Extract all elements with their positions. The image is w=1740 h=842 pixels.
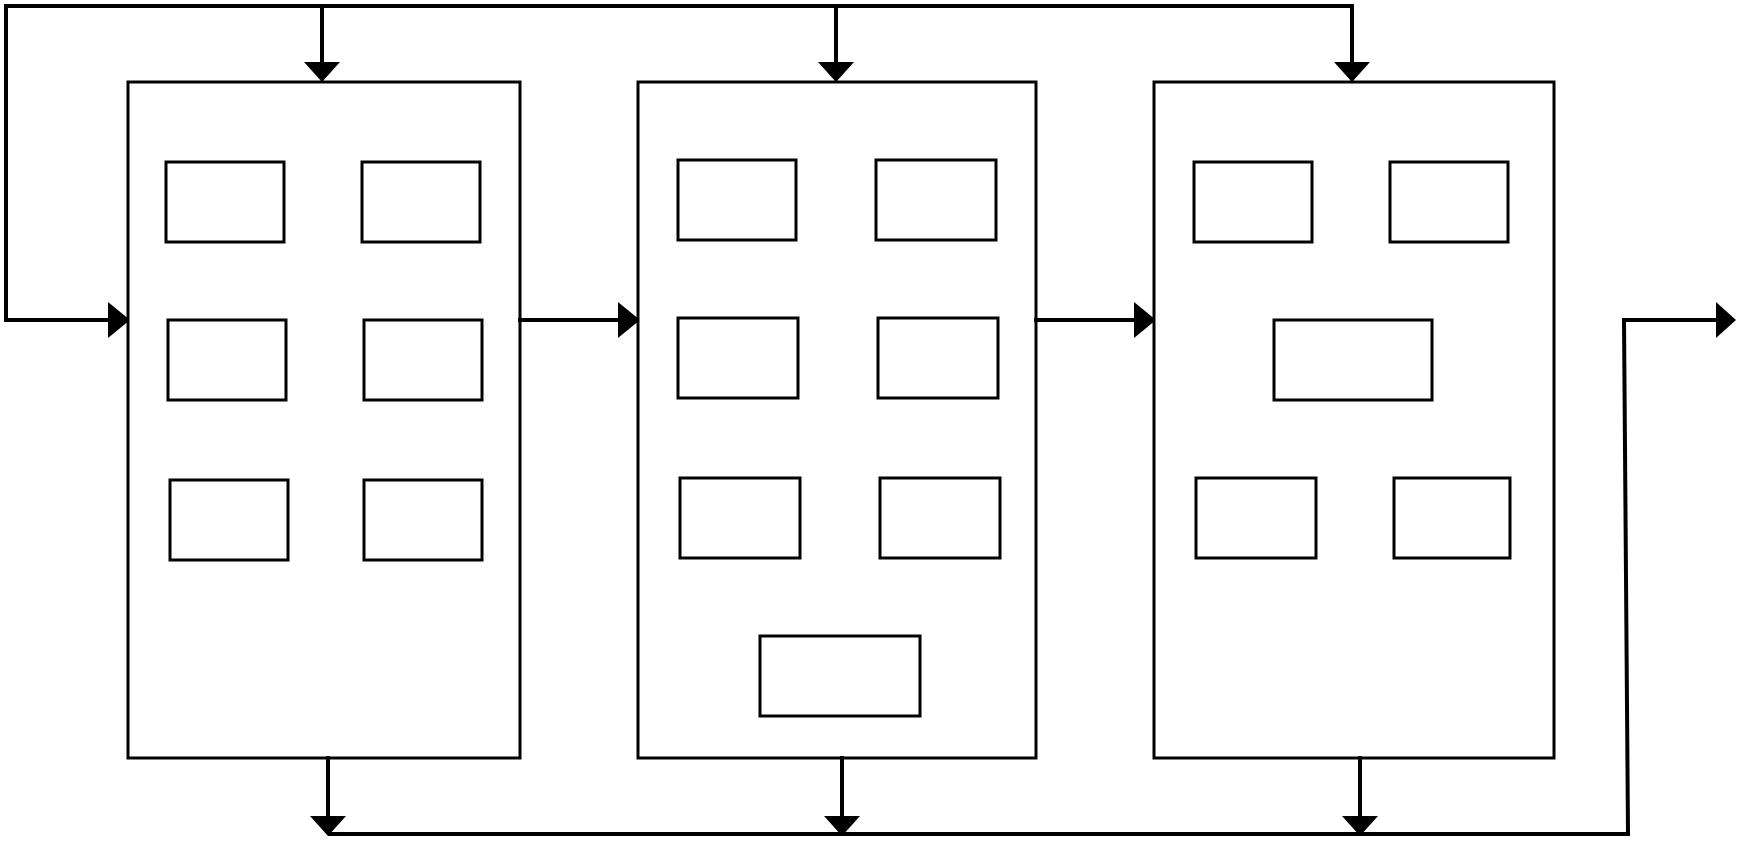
block-1-component-6 <box>362 478 484 562</box>
block-1-component-3 <box>166 318 288 402</box>
block-3-component-3 <box>1272 318 1434 402</box>
link-block-1-to-2 <box>518 302 640 338</box>
arrow-right-output-icon <box>1716 302 1736 338</box>
block-2 <box>636 80 1038 760</box>
link-block-2-to-3 <box>1034 302 1156 338</box>
bottom-bus-line <box>328 318 1722 836</box>
block-1-component-5 <box>168 478 290 562</box>
block-2-component-4 <box>876 316 1000 400</box>
arrow-down-block-1-icon <box>304 62 340 82</box>
bottom-collector-bus <box>310 302 1736 836</box>
arrow-down-bottom-3-icon <box>1342 816 1378 836</box>
arrow-right-block-1-icon <box>108 302 130 338</box>
block-2-component-6 <box>878 476 1002 560</box>
block-1-component-1 <box>164 160 286 244</box>
block-1 <box>126 80 522 760</box>
arrow-right-block-3-icon <box>1134 302 1156 338</box>
arrow-down-block-2-icon <box>818 62 854 82</box>
block-2-component-2 <box>874 158 998 242</box>
top-feed-bus <box>4 4 1370 320</box>
block-2-component-7 <box>758 634 922 718</box>
arrow-down-block-3-icon <box>1334 62 1370 82</box>
arrow-down-bottom-2-icon <box>824 816 860 836</box>
block-1-component-2 <box>360 160 482 244</box>
block-3-component-4 <box>1194 476 1318 560</box>
block-3-component-2 <box>1388 160 1510 244</box>
arrow-down-bottom-1-icon <box>310 816 346 836</box>
block-2-component-1 <box>676 158 798 242</box>
block-3-component-1 <box>1192 160 1314 244</box>
block-3-component-5 <box>1392 476 1512 560</box>
block-2-component-5 <box>678 476 802 560</box>
block-1-component-4 <box>362 318 484 402</box>
top-feed-line <box>4 4 1354 320</box>
left-input <box>4 302 130 338</box>
block-2-component-3 <box>676 316 800 400</box>
arrow-right-block-2-icon <box>618 302 640 338</box>
block-3 <box>1152 80 1556 760</box>
